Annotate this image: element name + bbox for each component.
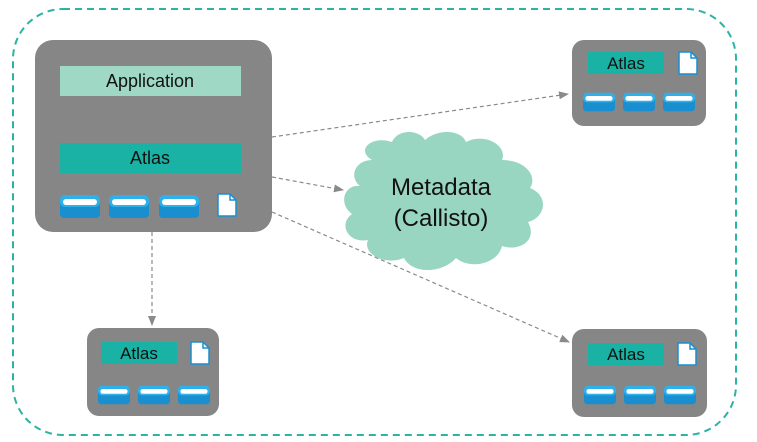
document-icon: [190, 341, 210, 365]
storage-node-bottom-left: Atlas: [87, 328, 219, 416]
arrow-to-metadata: [271, 176, 344, 193]
document-icon: [217, 193, 237, 217]
application-bar: [60, 66, 241, 96]
database-disk-icon: [109, 195, 149, 218]
atlas-label-main: Atlas: [130, 148, 170, 168]
metadata-subtitle: (Callisto): [394, 205, 489, 232]
database-disk-icon: [583, 92, 615, 112]
atlas-bar: [588, 52, 664, 74]
atlas-label: Atlas: [120, 344, 158, 363]
document-icon: [677, 342, 697, 366]
atlas-label: Atlas: [607, 345, 645, 364]
database-disk-icon: [60, 195, 100, 218]
atlas-label: Atlas: [607, 54, 645, 73]
database-disk-icon: [138, 385, 170, 405]
storage-node-top-right: Atlas: [572, 40, 706, 126]
storage-node-bottom-right: Atlas: [572, 329, 707, 417]
cluster-boundary: [12, 8, 737, 436]
arrow-to-node-top-right: [271, 91, 569, 138]
database-disk-icon: [663, 92, 695, 112]
atlas-bar: [101, 342, 177, 364]
database-disk-icon: [159, 195, 199, 218]
arrow-to-node-bottom-right: [271, 211, 570, 343]
database-disk-icon: [98, 385, 130, 405]
atlas-bar: [588, 343, 664, 365]
database-disk-icon: [623, 92, 655, 112]
database-disk-icon: [178, 385, 210, 405]
atlas-bar-main: [60, 143, 241, 173]
database-disk-icon: [624, 385, 656, 405]
document-icon: [678, 51, 698, 75]
main-node: Application Atlas: [35, 40, 272, 232]
cloud-shape: [344, 131, 543, 270]
database-disk-icon: [584, 385, 616, 405]
metadata-cloud: Metadata (Callisto): [344, 131, 543, 270]
database-disk-icon: [664, 385, 696, 405]
application-label: Application: [106, 71, 194, 91]
metadata-title: Metadata: [391, 174, 492, 201]
